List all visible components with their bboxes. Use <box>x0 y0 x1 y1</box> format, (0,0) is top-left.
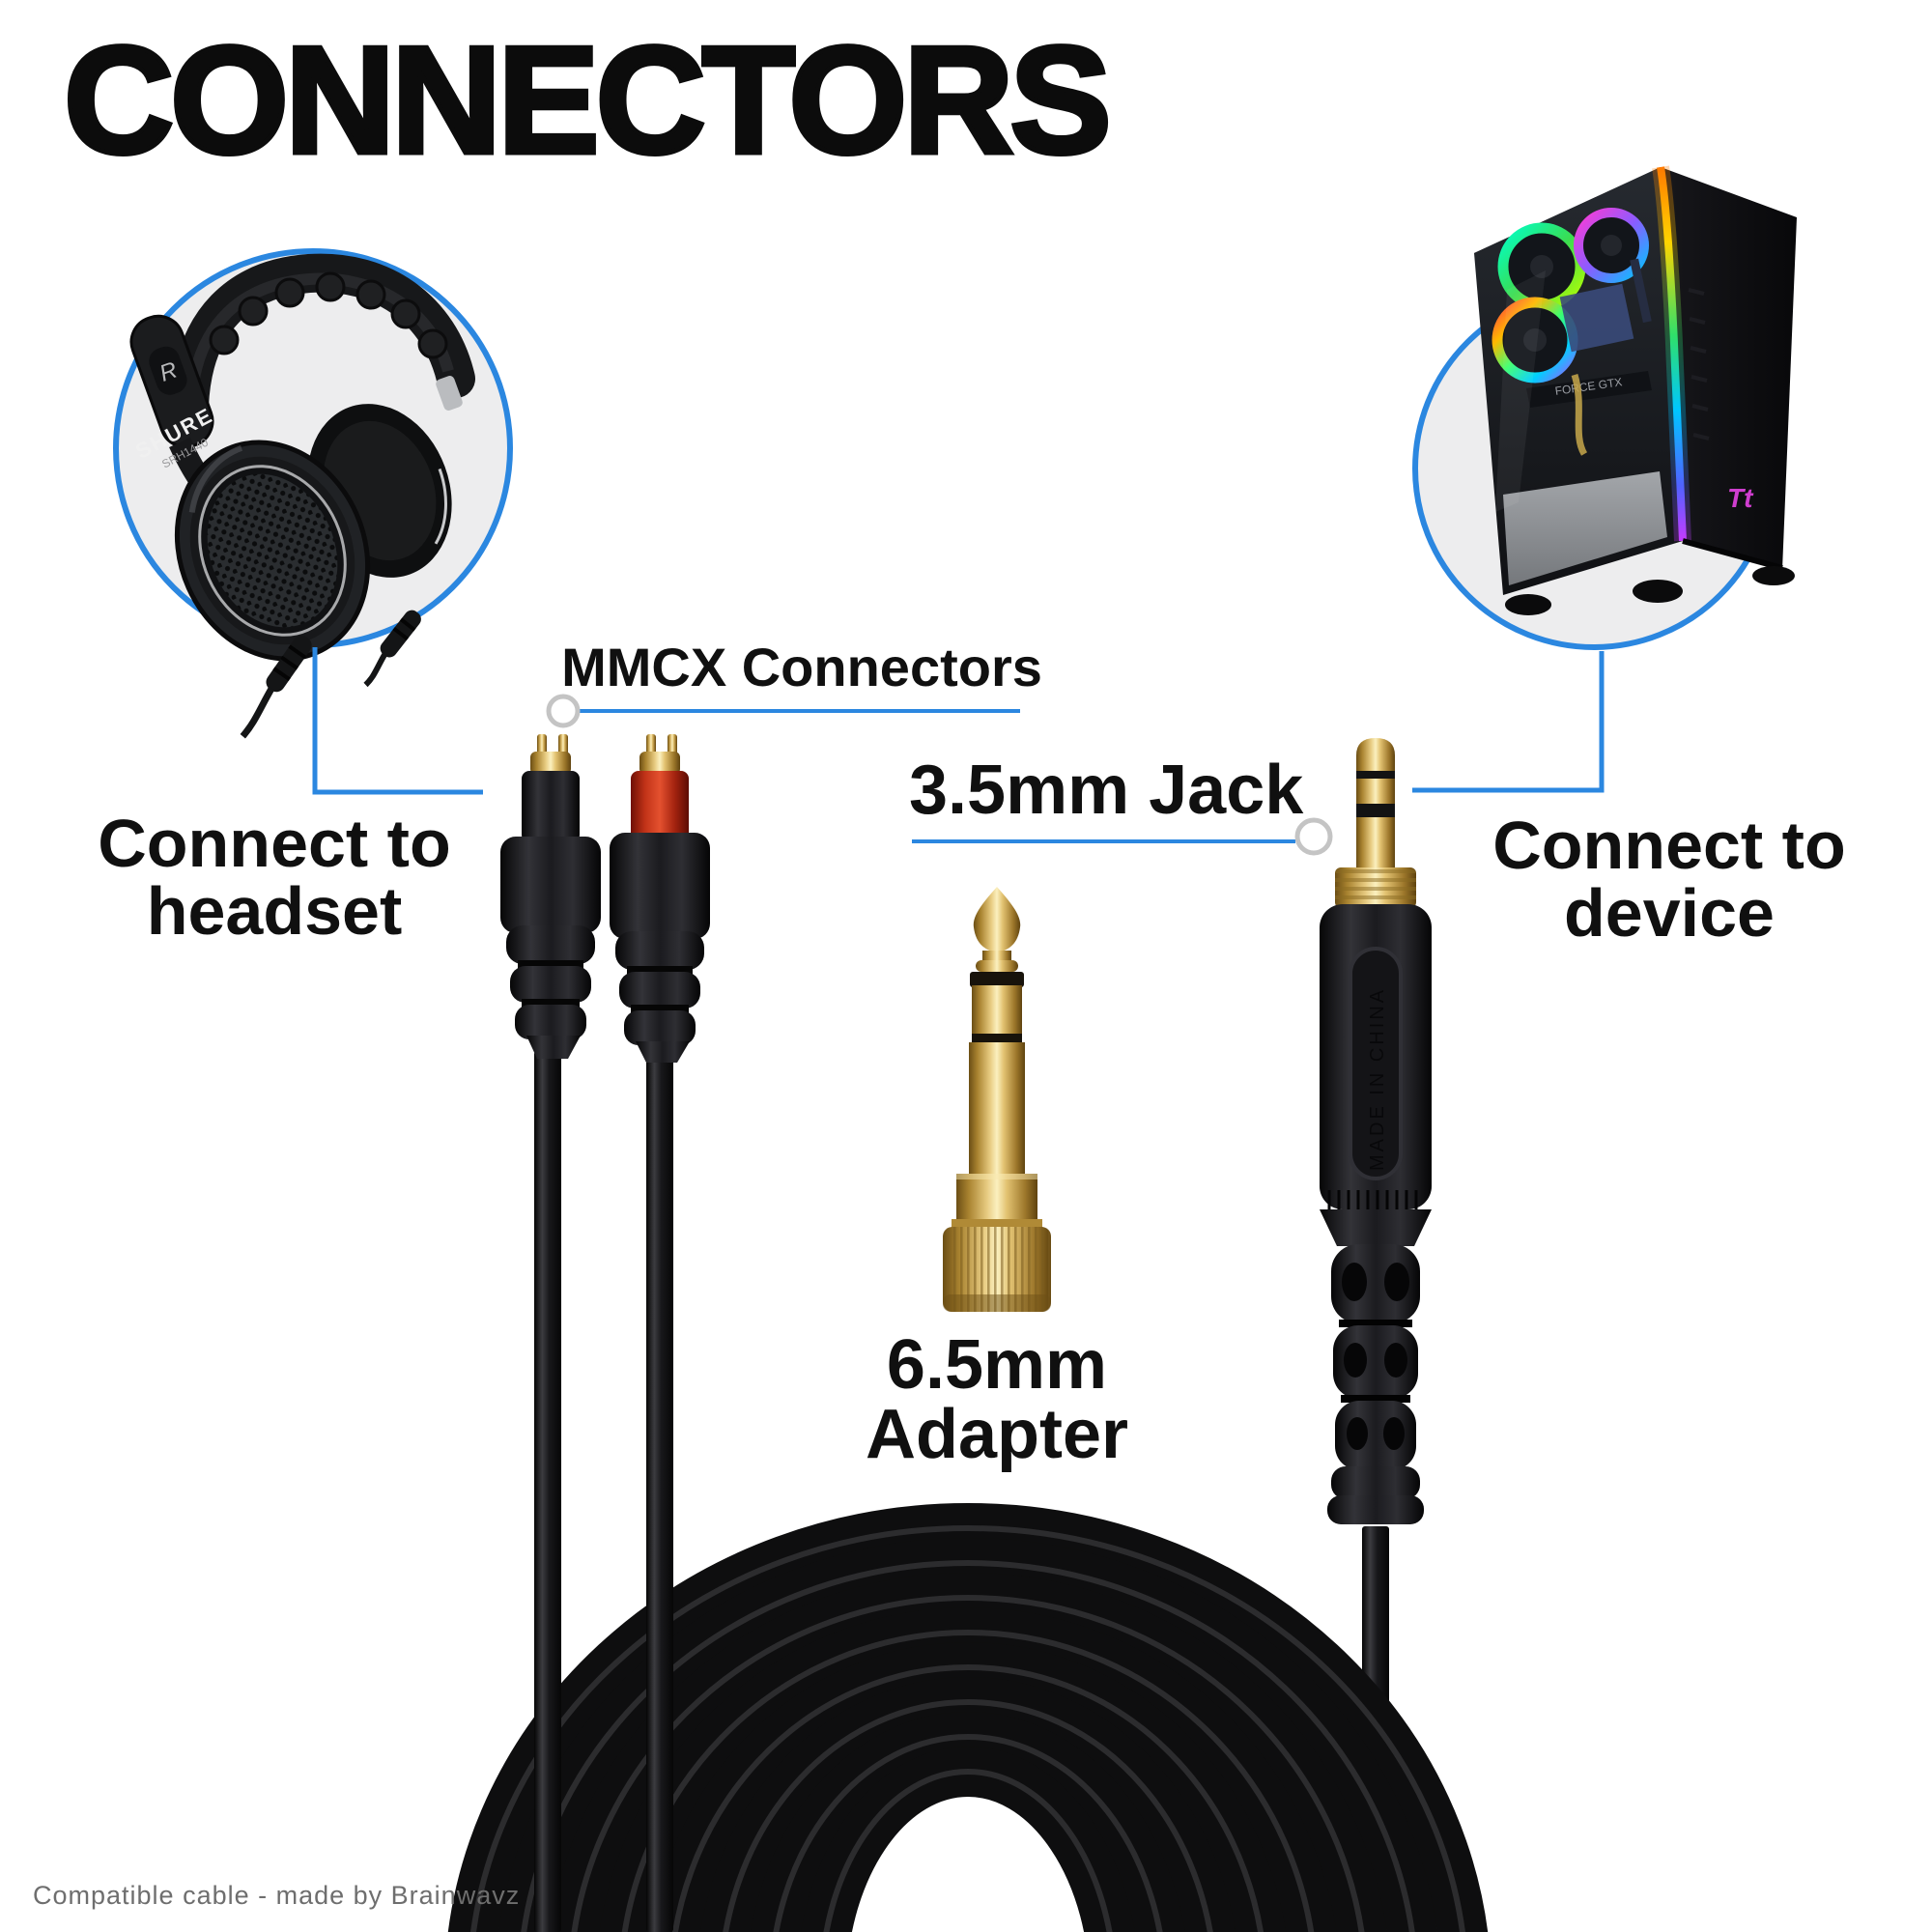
adapter-6-5mm <box>943 887 1051 1312</box>
pc-interior: FORCE GTX <box>1492 208 1667 585</box>
headphone-cable-stubs <box>240 610 421 739</box>
device-callout-line <box>1412 651 1605 793</box>
jack-ribs <box>1327 1190 1418 1211</box>
mmcx-marker-ring <box>546 694 581 728</box>
connect-headset-line2: headset <box>146 873 403 949</box>
jack-marker-ring <box>1294 817 1333 856</box>
footer-note: Compatible cable - made by Brainwavz <box>33 1881 521 1910</box>
mmcx-connector-left <box>500 734 601 1059</box>
mmcx-connector-right <box>610 734 710 1063</box>
jack-label: 3.5mm Jack <box>909 752 1304 829</box>
headphones-photo: R SHURE SRH1440 <box>129 253 475 739</box>
jack-engraving: MADE IN CHINA <box>1367 987 1388 1171</box>
jack-plug: MADE IN CHINA <box>1320 738 1432 1524</box>
mmcx-cable-right <box>646 1059 673 1932</box>
yoke: R <box>129 314 214 449</box>
connect-headset-line1: Connect to <box>98 806 451 881</box>
cable-coil <box>447 1503 1489 1932</box>
connect-device-label: Connect to device <box>1428 811 1911 947</box>
pc-photo: FORCE GTX Tt <box>1474 165 1797 615</box>
headband-padding <box>209 271 448 359</box>
mmcx-label: MMCX Connectors <box>561 637 1042 697</box>
pc-feet <box>1505 566 1795 615</box>
front-vents <box>1688 288 1710 440</box>
connect-device-line1: Connect to <box>1492 808 1846 883</box>
mmcx-cable-left <box>534 1051 561 1932</box>
callout-lines <box>312 647 1605 856</box>
page-title: CONNECTORS <box>62 15 1115 185</box>
headset-callout-line <box>312 647 483 795</box>
connect-headset-label: Connect to headset <box>33 810 516 945</box>
connect-device-line2: device <box>1564 875 1775 951</box>
front-ear-cup <box>174 440 371 662</box>
pc-logo: Tt <box>1727 483 1754 513</box>
adapter-label: 6.5mm Adapter <box>865 1326 1129 1473</box>
